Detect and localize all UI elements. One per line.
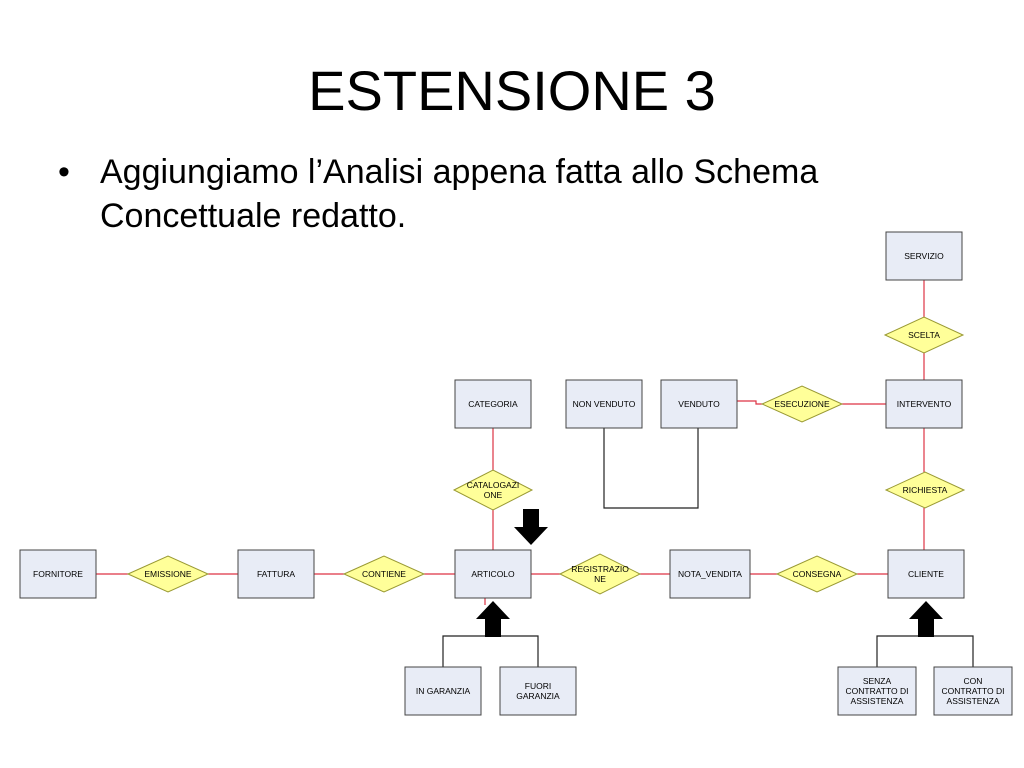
arrows-layer bbox=[476, 509, 943, 637]
relation-label: CONSEGNA bbox=[793, 569, 842, 579]
relation-label: ONE bbox=[484, 490, 503, 500]
relation-label: NE bbox=[594, 574, 606, 584]
entity-label: FORNITORE bbox=[33, 569, 83, 579]
line-venduto-esecuzione bbox=[737, 400, 762, 405]
relation-diamond bbox=[775, 555, 859, 593]
relation-richiesta: RICHIESTA bbox=[884, 471, 966, 509]
entity-label: NOTA_VENDITA bbox=[678, 569, 742, 579]
relation-label: RICHIESTA bbox=[903, 485, 948, 495]
entity-box bbox=[885, 379, 963, 429]
entity-box bbox=[565, 379, 643, 429]
entity-non-venduto: NON VENDUTO bbox=[565, 379, 643, 429]
entity-fattura: FATTURA bbox=[237, 549, 315, 599]
connections-layer bbox=[96, 280, 974, 667]
entity-label: NON VENDUTO bbox=[573, 399, 636, 409]
relation-label: CATALOGAZI bbox=[467, 480, 520, 490]
entity-label: FUORI bbox=[525, 681, 551, 691]
line-contratto-generalization bbox=[876, 635, 974, 667]
entity-box bbox=[237, 549, 315, 599]
relation-diamond bbox=[884, 471, 966, 509]
entity-box bbox=[660, 379, 738, 429]
entity-servizio: SERVIZIO bbox=[885, 231, 963, 281]
entity-box bbox=[19, 549, 97, 599]
bullet-text: Aggiungiamo l’Analisi appena fatta allo … bbox=[100, 153, 819, 235]
line-venduto-generalization bbox=[603, 428, 699, 509]
relation-label: EMISSIONE bbox=[144, 569, 192, 579]
entity-label: ASSISTENZA bbox=[947, 696, 1000, 706]
entity-box bbox=[933, 666, 1013, 716]
relation-emissione: EMISSIONE bbox=[126, 555, 210, 593]
relation-diamond bbox=[452, 469, 534, 511]
entity-label: CLIENTE bbox=[908, 569, 944, 579]
relation-diamond bbox=[126, 555, 210, 593]
entity-box bbox=[404, 666, 482, 716]
generalization-arrow-garanzia bbox=[476, 601, 510, 637]
entity-cliente: CLIENTE bbox=[887, 549, 965, 599]
entity-box bbox=[887, 549, 965, 599]
relation-label: CONTIENE bbox=[362, 569, 406, 579]
entity-box bbox=[669, 549, 751, 599]
generalization-arrow-articolo bbox=[514, 509, 548, 545]
entity-fornitore: FORNITORE bbox=[19, 549, 97, 599]
entity-label: SERVIZIO bbox=[904, 251, 944, 261]
entity-venduto: VENDUTO bbox=[660, 379, 738, 429]
entity-label: CON bbox=[964, 676, 983, 686]
relation-label: REGISTRAZIO bbox=[571, 564, 629, 574]
entity-categoria: CATEGORIA bbox=[454, 379, 532, 429]
er-diagram: SERVIZIO CATEGORIA NON VENDUTO VENDUTO INTER… bbox=[19, 231, 1020, 718]
line-garanzia-generalization bbox=[442, 635, 539, 667]
relation-diamond bbox=[342, 555, 426, 593]
slide-title: ESTENSIONE 3 bbox=[308, 59, 716, 122]
entity-label: IN GARANZIA bbox=[416, 686, 471, 696]
entity-nota-vendita: NOTA_VENDITA bbox=[669, 549, 751, 599]
entity-label: INTERVENTO bbox=[897, 399, 952, 409]
entity-label: ASSISTENZA bbox=[851, 696, 904, 706]
entity-box bbox=[837, 666, 917, 716]
entity-in-garanzia: IN GARANZIA bbox=[404, 666, 482, 716]
entity-box bbox=[454, 379, 532, 429]
entity-label: GARANZIA bbox=[516, 691, 560, 701]
entity-label: ARTICOLO bbox=[471, 569, 515, 579]
relation-consegna: CONSEGNA bbox=[775, 555, 859, 593]
relation-diamond bbox=[883, 316, 965, 354]
bullet-point: • Aggiungiamo l’Analisi appena fatta all… bbox=[58, 150, 978, 240]
relation-diamond bbox=[760, 385, 844, 423]
entity-intervento: INTERVENTO bbox=[885, 379, 963, 429]
entity-label: CONTRATTO DI bbox=[942, 686, 1005, 696]
relation-esecuzione: ESECUZIONE bbox=[760, 385, 844, 423]
shapes-layer: SERVIZIO CATEGORIA NON VENDUTO VENDUTO INTER… bbox=[19, 231, 1013, 716]
entity-label: CATEGORIA bbox=[468, 399, 518, 409]
relation-diamond bbox=[558, 553, 642, 595]
entity-label: CONTRATTO DI bbox=[846, 686, 909, 696]
entity-box bbox=[499, 666, 577, 716]
relation-label: ESECUZIONE bbox=[774, 399, 830, 409]
relation-scelta: SCELTA bbox=[883, 316, 965, 354]
generalization-arrow-cliente bbox=[909, 601, 943, 637]
entity-box bbox=[454, 549, 532, 599]
entity-box bbox=[885, 231, 963, 281]
relation-label: SCELTA bbox=[908, 330, 940, 340]
entity-articolo: ARTICOLO bbox=[454, 549, 532, 599]
entity-label: FATTURA bbox=[257, 569, 295, 579]
entity-label: SENZA bbox=[863, 676, 892, 686]
bullet-dot: • bbox=[58, 153, 70, 191]
relation-contiene: CONTIENE bbox=[342, 555, 426, 593]
entity-label: VENDUTO bbox=[678, 399, 720, 409]
